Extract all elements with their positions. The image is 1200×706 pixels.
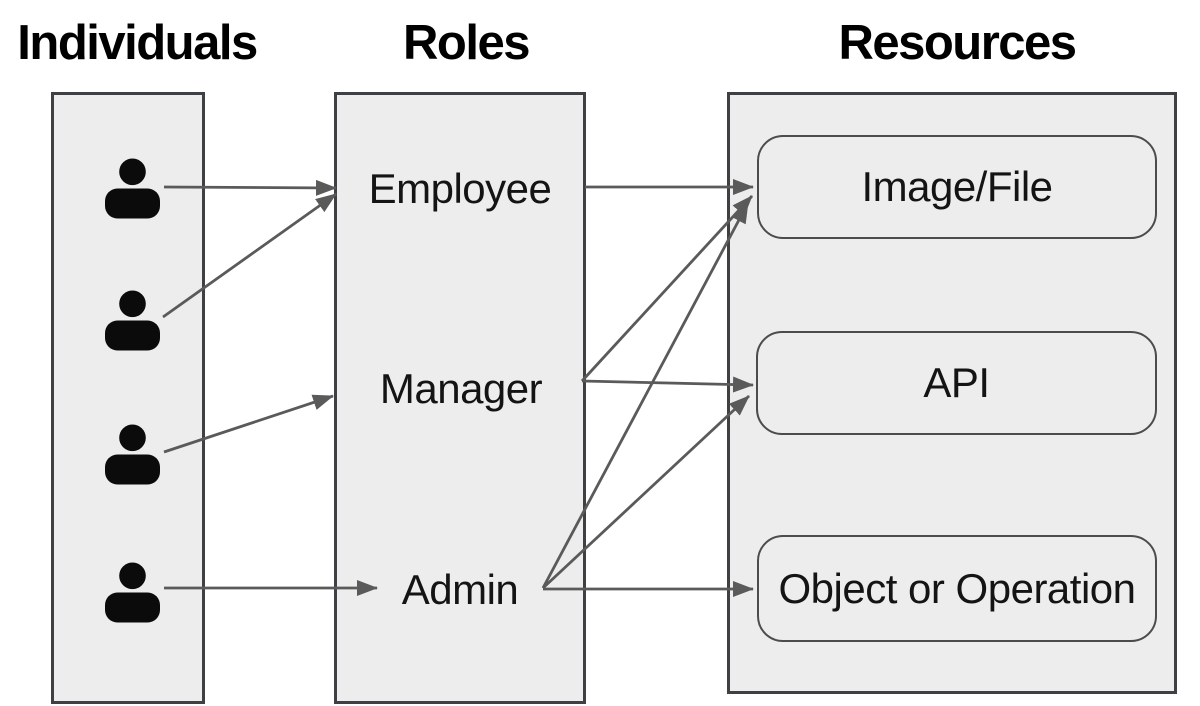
person-icon: [104, 289, 161, 351]
person-icon: [104, 561, 161, 623]
resource-api-label: API: [923, 359, 990, 406]
person-icon: [104, 423, 161, 485]
role-admin-label: Admin: [401, 566, 519, 613]
heading-individuals: Individuals: [17, 16, 258, 70]
resource-image-file-label: Image/File: [861, 163, 1053, 210]
person-icon: [104, 157, 161, 219]
resource-image-file: Image/File: [757, 135, 1157, 239]
role-employee-label: Employee: [368, 165, 552, 212]
resource-object-operation-label: Object or Operation: [778, 564, 1136, 612]
heading-resources: Resources: [838, 16, 1077, 70]
role-manager-label: Manager: [379, 365, 543, 412]
resource-api: API: [756, 331, 1157, 435]
heading-roles: Roles: [403, 16, 530, 70]
resource-object-operation: Object or Operation: [757, 535, 1157, 642]
